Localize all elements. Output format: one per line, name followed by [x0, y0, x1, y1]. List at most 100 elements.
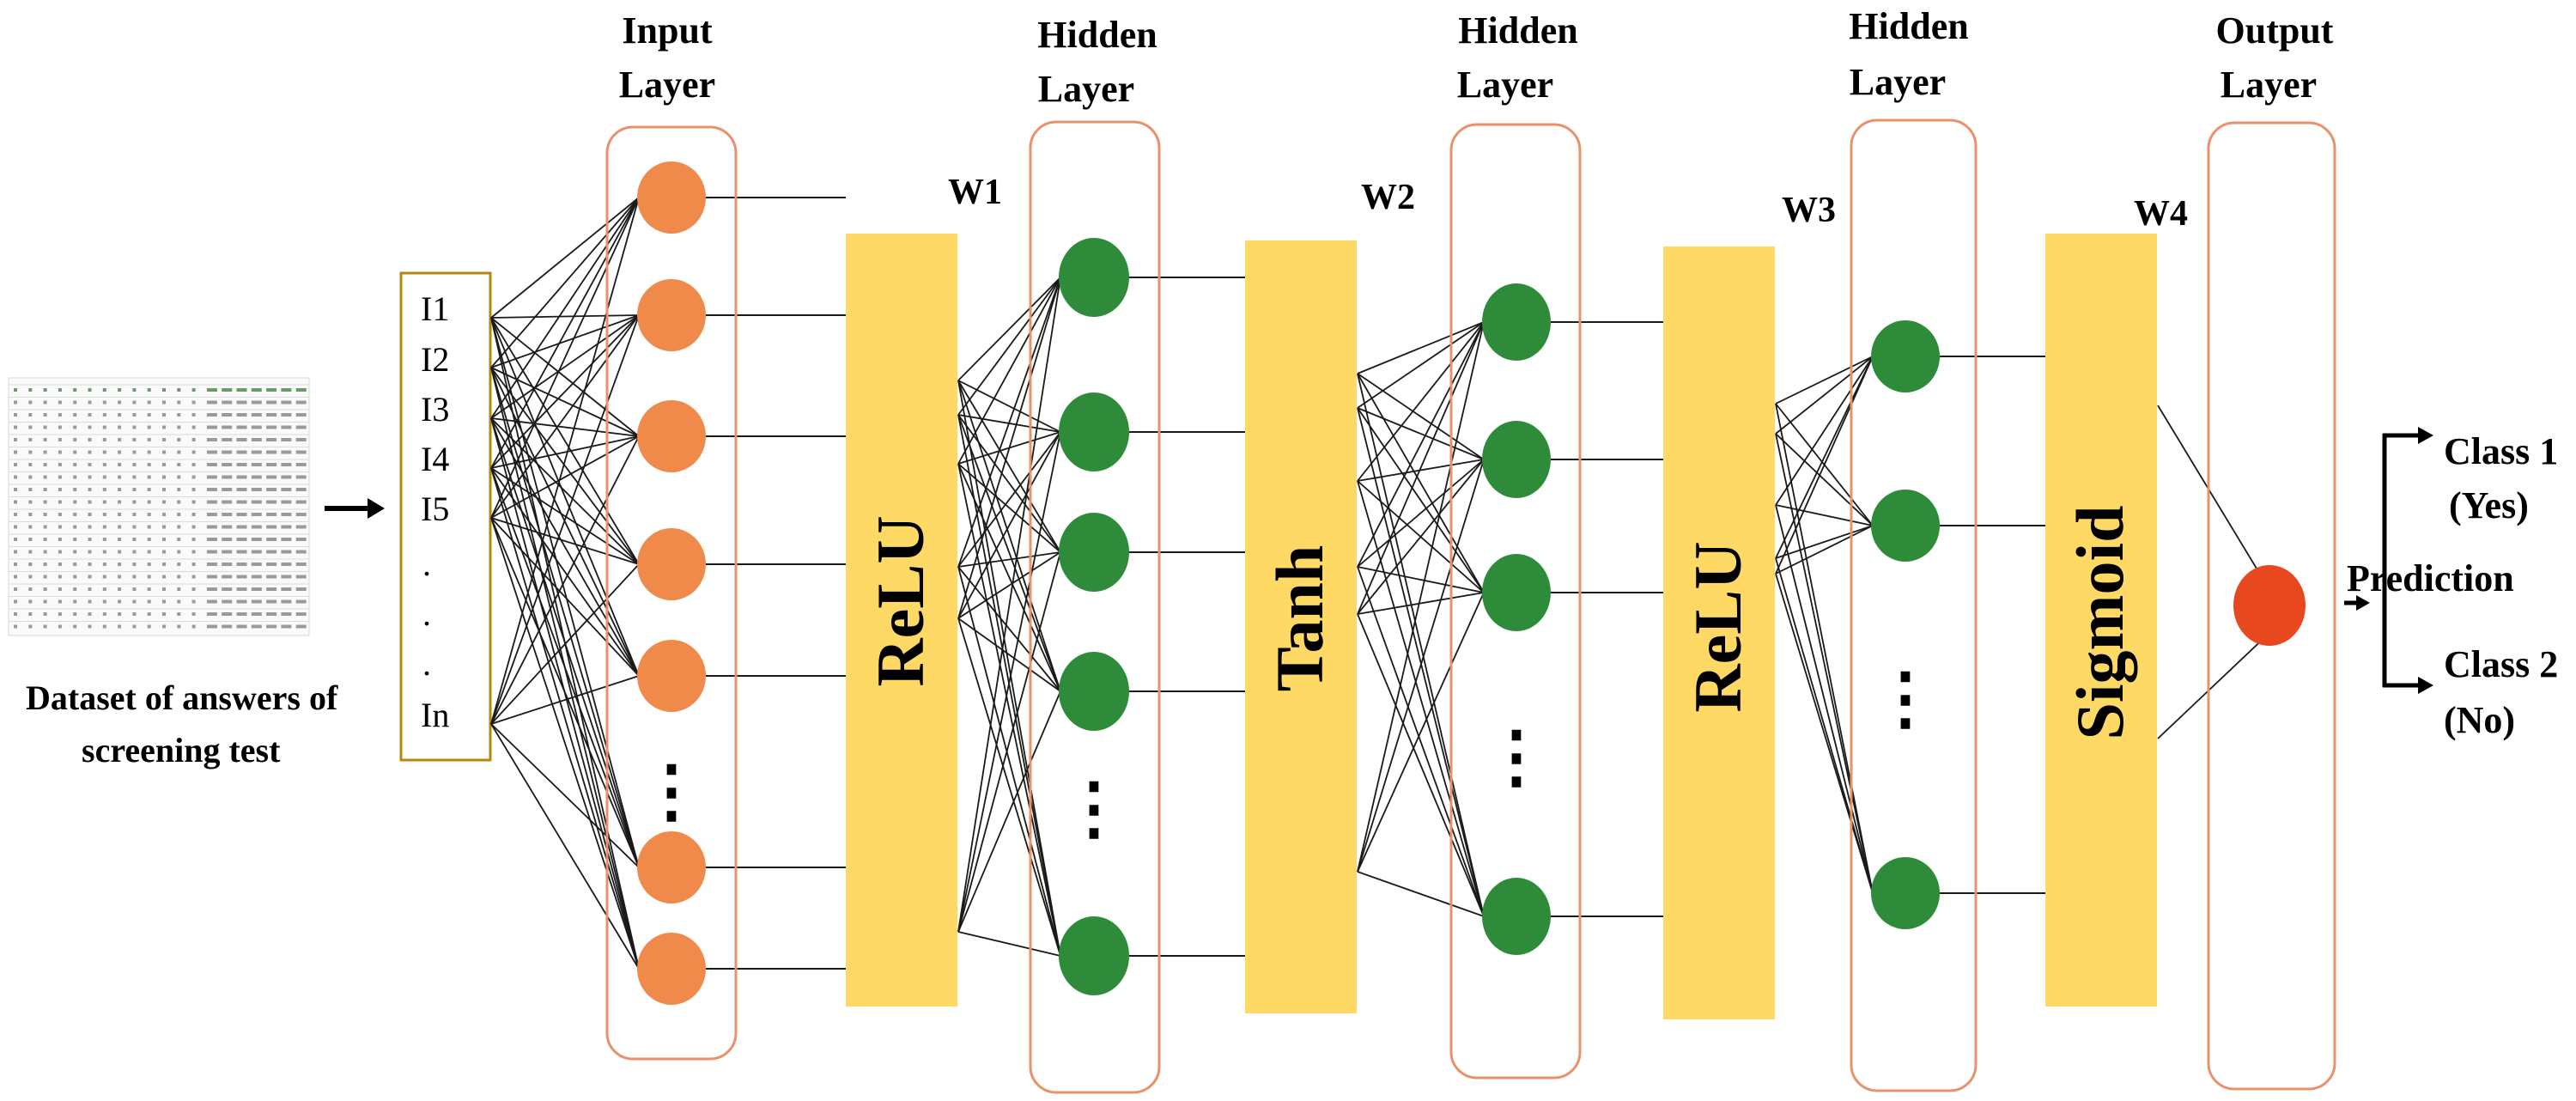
- dataset-cell-20-1: [14, 624, 17, 629]
- dataset-cell-2-11: [162, 400, 166, 405]
- dataset-cell-12-16: [236, 525, 247, 529]
- bar3-fan-3-3: [1775, 504, 1874, 894]
- bar2-fan-5-2: [1357, 459, 1485, 615]
- edge-input-5-to-l1-1: [490, 197, 640, 519]
- dataset-cell-20-9: [132, 624, 137, 629]
- dataset-cell-14-17: [251, 550, 262, 554]
- input-layer-node-1: [637, 161, 706, 234]
- dataset-cell-4-5: [73, 425, 77, 429]
- bar2-fan-4-1: [1357, 321, 1485, 568]
- dataset-cell-4-17: [251, 425, 262, 429]
- dataset-cell-20-10: [147, 624, 151, 629]
- edge-input-5-to-l1-3: [490, 435, 640, 519]
- input-label-i2: I2: [421, 340, 449, 379]
- dataset-cell-20-15: [222, 624, 233, 629]
- dataset-cell-7-13: [191, 463, 196, 466]
- dataset-cell-17-9: [132, 587, 137, 591]
- edge-input-3-to-l1-6: [490, 417, 640, 868]
- bar2-fan-1-3: [1357, 373, 1485, 593]
- dataset-cell-1-14: [206, 388, 217, 392]
- dataset-cell-20-14: [206, 624, 217, 629]
- dataset-cell-12-8: [118, 525, 122, 529]
- dataset-cell-5-19: [281, 438, 292, 441]
- dataset-cell-20-8: [118, 624, 122, 629]
- dataset-cell-7-2: [28, 463, 33, 466]
- dataset-cell-7-16: [236, 463, 247, 466]
- dataset-cell-16-8: [118, 575, 122, 579]
- dataset-cell-19-11: [162, 612, 166, 616]
- dataset-cell-18-20: [295, 599, 307, 604]
- bar1-fan-3-4: [957, 463, 1061, 692]
- dataset-cell-19-3: [43, 612, 47, 616]
- dataset-cell-17-11: [162, 587, 166, 591]
- edge-input-4-to-l1-5: [490, 467, 640, 677]
- input-label-dot-1: .: [422, 544, 431, 583]
- dataset-cell-7-5: [73, 463, 77, 466]
- edge-input-6-to-l1-2: [490, 314, 640, 725]
- hidden-layer-3-ellipsis: ⋮: [1871, 661, 1940, 737]
- activation-label-tanh: Tanh: [1262, 545, 1337, 692]
- dataset-cell-12-6: [88, 525, 92, 529]
- dataset-cell-7-7: [102, 463, 106, 466]
- dataset-cell-14-20: [295, 550, 307, 554]
- input-layer-node-4: [637, 528, 706, 600]
- dataset-cell-18-10: [147, 599, 151, 604]
- dataset-cell-17-17: [251, 587, 262, 591]
- edge-input-2-to-l1-6: [490, 367, 640, 868]
- dataset-cell-5-15: [222, 438, 233, 441]
- hidden-layer-3-title-2: Layer: [1850, 61, 1946, 103]
- dataset-cell-8-6: [88, 475, 92, 479]
- dataset-cell-15-5: [73, 563, 77, 566]
- edge-input-3-to-l1-5: [490, 417, 640, 677]
- dataset-cell-14-19: [281, 550, 292, 554]
- bar3-fan-1-1: [1775, 356, 1874, 405]
- dataset-cell-10-3: [43, 500, 47, 504]
- edge-input-6-to-l1-4: [490, 563, 640, 725]
- dataset-cell-7-14: [206, 463, 217, 466]
- dataset-cell-14-16: [236, 550, 247, 554]
- dataset-cell-17-18: [266, 587, 277, 591]
- hidden-layer-2-title-1: Hidden: [1458, 9, 1577, 52]
- dataset-cell-10-1: [14, 500, 17, 504]
- hidden-layer-2-title-2: Layer: [1457, 64, 1553, 106]
- dataset-cell-3-1: [14, 413, 17, 417]
- dataset-cell-14-6: [88, 550, 92, 554]
- activation-label-relu-1: ReLU: [863, 515, 938, 686]
- dataset-cell-18-16: [236, 599, 247, 604]
- dataset-cell-9-12: [177, 488, 181, 491]
- dataset-cell-12-13: [191, 525, 196, 529]
- dataset-cell-8-5: [73, 475, 77, 479]
- dataset-cell-18-15: [222, 599, 233, 604]
- dataset-cell-7-20: [295, 463, 307, 466]
- bar3-fan-5-2: [1775, 525, 1874, 575]
- dataset-cell-6-20: [295, 450, 307, 454]
- input-layer-node-3: [637, 400, 706, 472]
- dataset-cell-11-2: [28, 513, 33, 516]
- dataset-cell-18-13: [191, 599, 196, 604]
- dataset-cell-12-17: [251, 525, 262, 529]
- dataset-cell-11-17: [251, 513, 262, 516]
- dataset-cell-10-5: [73, 500, 77, 504]
- dataset-cell-12-5: [73, 525, 77, 529]
- activation-bar-relu-2: [1663, 246, 1775, 1019]
- bar1-fan-2-3: [957, 414, 1061, 553]
- dataset-cell-9-16: [236, 488, 247, 491]
- hidden-layer-2-node-1: [1482, 283, 1551, 361]
- dataset-cell-9-18: [266, 488, 277, 491]
- connection-edges: [490, 197, 2272, 970]
- dataset-cell-16-7: [102, 575, 106, 579]
- dataset-cell-9-8: [118, 488, 122, 491]
- edge-input-2-to-l1-1: [490, 197, 640, 368]
- dataset-cell-7-15: [222, 463, 233, 466]
- bar1-fan-2-4: [957, 414, 1061, 692]
- dataset-cell-13-8: [118, 538, 122, 541]
- dataset-cell-8-17: [251, 475, 262, 479]
- dataset-cell-16-3: [43, 575, 47, 579]
- sigmoid-to-output-top: [2157, 405, 2272, 593]
- dataset-cell-10-4: [58, 500, 62, 504]
- input-layer-title-1: Input: [622, 9, 713, 52]
- dataset-cell-16-13: [191, 575, 196, 579]
- dataset-cell-13-9: [132, 538, 137, 541]
- dataset-cell-14-10: [147, 550, 151, 554]
- hidden-layer-3-node-1: [1871, 320, 1940, 392]
